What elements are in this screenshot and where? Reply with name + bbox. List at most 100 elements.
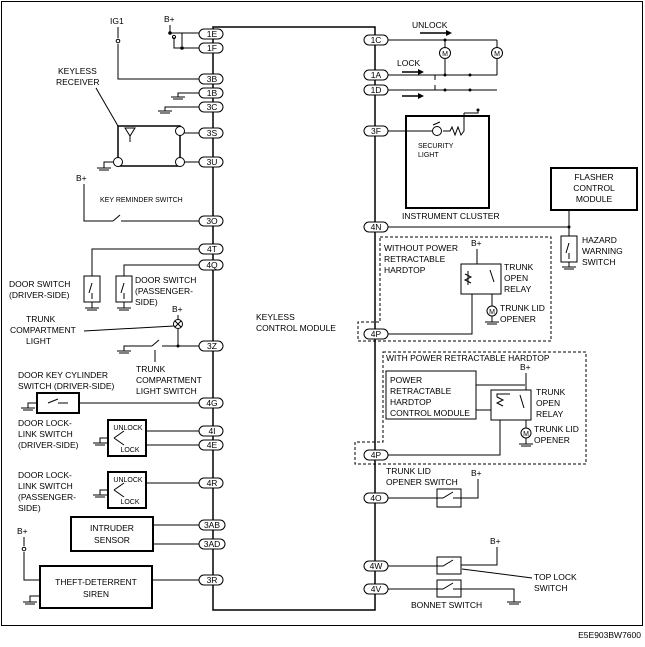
door-pass-label-3: SIDE) [135,297,158,307]
pin-4V-label: 4V [371,584,382,594]
pin-4Q-label: 4Q [206,260,218,270]
trunk-sw-label-3: LIGHT SWITCH [136,386,197,396]
pin-3AD-label: 3AD [204,539,221,549]
bplus-trunk-light: B+ [172,304,183,314]
opener-a-label-1: TRUNK LID [500,303,545,313]
relay-a-label-2: OPEN [504,273,528,283]
intruder-label-1: INTRUDER [90,523,134,533]
trunk-light-label-3: LIGHT [26,336,51,346]
hazard-label-2: WARNING [582,246,623,256]
ig1-label: IG1 [110,16,124,26]
pin-4I-label: 4I [208,426,215,436]
right-connector-pins: 1C 1A 1D 3F 4N 4P 4P 4O 4W 4V [363,34,389,595]
without-label-2: RETRACTABLE [384,254,446,264]
pin-3U-label: 3U [207,157,218,167]
hazard-label-3: SWITCH [582,257,616,267]
door-pass-label-2: (PASSENGER- [135,286,193,296]
pin-1E [198,28,224,40]
bplus-relay-b: B+ [520,362,531,372]
left-connector-pins: 1E 1F 3B 1B 3C 3S 3U 3O 4T 4Q 3Z 4G 4I 4… [198,28,226,586]
instrument-cluster: SECURITY LIGHT INSTRUMENT CLUSTER [388,108,500,221]
pin-4N-label: 4N [371,222,382,232]
llp-label-2: LINK SWITCH [18,481,73,491]
pin-4O-label: 4O [370,493,382,503]
siren-label-1: THEFT-DETERRENT [55,577,137,587]
trunk-compartment-light: B+ TRUNK COMPARTMENT LIGHT TRUNK COMPART… [10,304,202,396]
lock-label: LOCK [397,58,420,68]
opener-sw-label-2: OPENER SWITCH [386,477,458,487]
prht-label-3: HARDTOP [390,397,432,407]
top-lock-bonnet: B+ TOP LOCK SWITCH BONNET SWITCH [388,536,577,610]
door-driver-label-2: (DRIVER-SIDE) [9,290,70,300]
llp-label-3: (PASSENGER- [18,492,76,502]
diagram-frame [1,1,643,626]
module-label-2: CONTROL MODULE [256,323,336,333]
intruder-label-2: SENSOR [94,535,130,545]
pin-1F-label: 1F [207,43,217,53]
without-label-3: HARDTOP [384,265,426,275]
trunk-lid-opener-switch: TRUNK LID OPENER SWITCH B+ [386,466,482,508]
pin-3R-label: 3R [207,575,218,585]
pin-1C-label: 1C [371,35,382,45]
key-reminder-switch: B+ KEY REMINDER SWITCH [76,173,199,222]
pin-4G-label: 4G [206,398,217,408]
module-label-1: KEYLESS [256,312,295,322]
without-prht-group: WITHOUT POWER RETRACTABLE HARDTOP B+ M T… [357,236,552,342]
pin-4P-a-label: 4P [371,329,382,339]
prht-label-4: CONTROL MODULE [390,408,470,418]
opener-sw-label-1: TRUNK LID [386,466,431,476]
bplus-top-lock: B+ [490,536,501,546]
lld-label-3: (DRIVER-SIDE) [18,440,79,450]
motor-b-label: M [523,431,529,438]
llp-lock: LOCK [120,499,139,506]
door-driver-label-1: DOOR SWITCH [9,279,70,289]
bplus-opener-sw: B+ [471,468,482,478]
trunk-sw-label-1: TRUNK [136,364,166,374]
llp-label-4: SIDE) [18,503,41,513]
bplus-siren: B+ [17,526,28,536]
cluster-label: INSTRUMENT CLUSTER [402,211,500,221]
bplus-label-top: B+ [164,14,175,24]
pin-4P-b-label: 4P [371,450,382,460]
door-lock-actuators: UNLOCK M M LOCK [388,20,503,99]
bplus-relay-a: B+ [471,238,482,248]
intruder-sensor: INTRUDER SENSOR [70,516,199,552]
trunk-light-label-2: COMPARTMENT [10,325,76,335]
with-prht-group: WITH POWER RETRACTABLE HARDTOP POWER RET… [354,351,587,465]
bplus-key: B+ [76,173,87,183]
motor-front-label: M [442,51,448,58]
pin-3O-label: 3O [206,216,218,226]
keyless-receiver: KEYLESS RECEIVER [56,66,199,171]
theft-deterrent-siren: B+ THEFT-DETERRENT SIREN [17,526,199,609]
pin-3B-label: 3B [207,74,218,84]
key-reminder-label: KEY REMINDER SWITCH [100,197,183,204]
key-cylinder-switch: DOOR KEY CYLINDER SWITCH (DRIVER-SIDE) [18,370,199,414]
unlock-label: UNLOCK [412,20,448,30]
opener-a-label-2: OPENER [500,314,536,324]
top-lock-label-1: TOP LOCK [534,572,577,582]
relay-a-label-3: RELAY [504,284,532,294]
pin-3C-label: 3C [207,102,218,112]
pin-3AB-label: 3AB [204,520,220,530]
receiver-label-1: KEYLESS [58,66,97,76]
trunk-sw-label-2: COMPARTMENT [136,375,202,385]
bonnet-label: BONNET SWITCH [411,600,482,610]
figure-code: E5E903BW7600 [578,630,641,640]
pin-1E-label: 1E [207,29,218,39]
pin-4T-label: 4T [207,244,217,254]
pin-1A-label: 1A [371,70,382,80]
relay-b-label-2: OPEN [536,398,560,408]
opener-b-label-1: TRUNK LID [534,424,579,434]
lld-label-1: DOOR LOCK- [18,418,72,428]
ig1-circuit: IG1 [110,16,199,80]
trunk-light-label-1: TRUNK [26,314,56,324]
with-label: WITH POWER RETRACTABLE HARDTOP [386,353,550,363]
pin-3F-label: 3F [371,126,381,136]
pin-1B-label: 1B [207,88,218,98]
flasher-label-3: MODULE [576,194,613,204]
pin-4E-label: 4E [207,440,218,450]
top-lock-label-2: SWITCH [534,583,568,593]
lock-link-passenger: DOOR LOCK- LINK SWITCH (PASSENGER- SIDE)… [18,470,199,513]
